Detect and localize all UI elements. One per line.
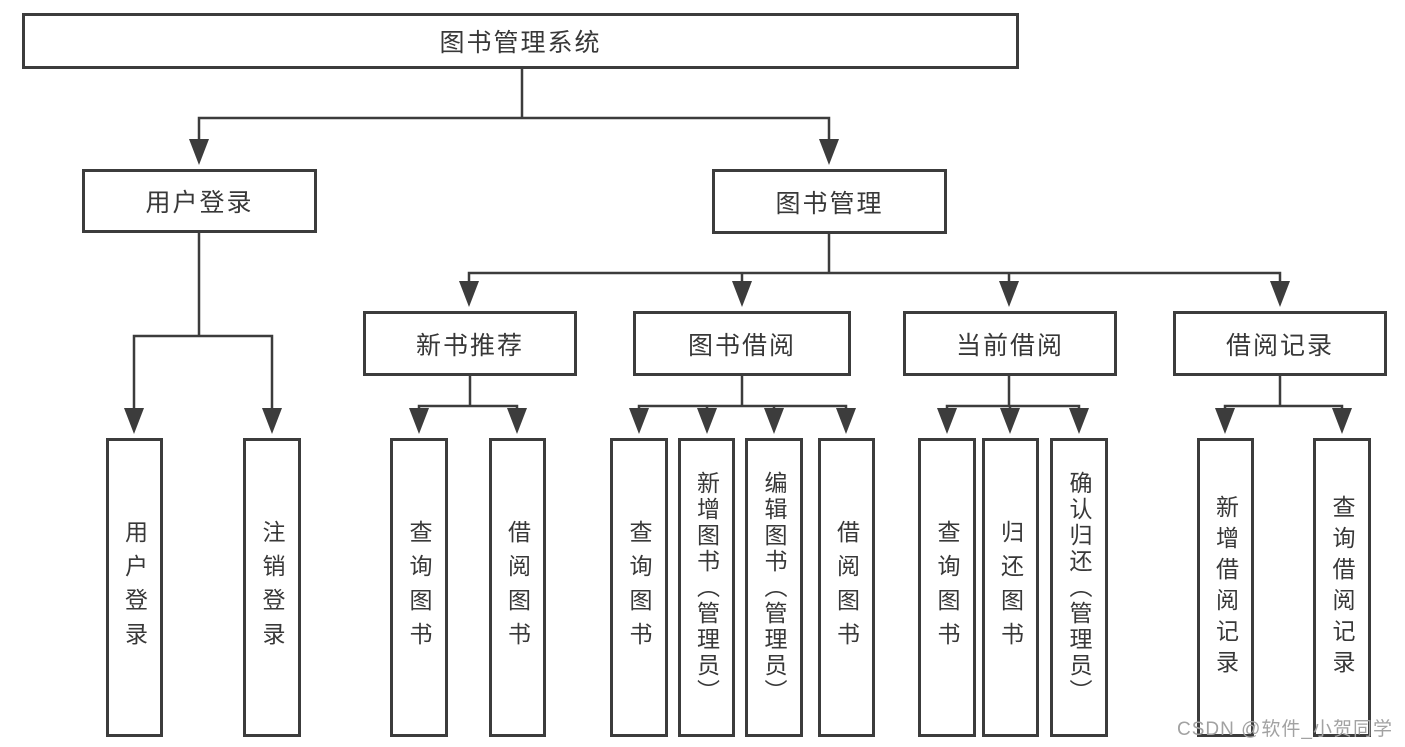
- leaf-br-query-record-label: 查询借阅记录: [1329, 494, 1355, 681]
- arrowhead: [764, 408, 784, 434]
- leaf-cb-return-books: 归还图书: [982, 438, 1039, 737]
- node-borrowing-records: 借阅记录: [1173, 311, 1387, 376]
- leaf-logout: 注销登录: [243, 438, 301, 737]
- connector-current-borrow-children: [937, 376, 1089, 434]
- leaf-cb-confirm-return-admin-label: 确认归还（管理员）: [1066, 470, 1092, 705]
- leaf-cb-query-books: 查询图书: [918, 438, 976, 737]
- arrowhead: [124, 408, 144, 434]
- node-root: 图书管理系统: [22, 13, 1019, 69]
- leaf-bb-borrow-books-label: 借阅图书: [833, 519, 860, 656]
- leaf-bb-add-books-admin-label: 新增图书（管理员）: [693, 470, 720, 705]
- arrowhead: [999, 281, 1019, 307]
- connector-root-to-level2: [189, 69, 839, 165]
- leaf-bb-add-books-admin: 新增图书（管理员）: [678, 438, 735, 737]
- connector-new-books-children: [409, 376, 527, 434]
- node-borrowing-records-label: 借阅记录: [1225, 331, 1334, 360]
- leaf-bb-edit-books-admin-label: 编辑图书（管理员）: [761, 470, 787, 705]
- leaf-br-add-record-label: 新增借阅记录: [1212, 494, 1239, 681]
- node-book-management-label: 图书管理: [775, 189, 884, 218]
- arrowhead: [1332, 408, 1352, 434]
- arrowhead: [409, 408, 429, 434]
- arrowhead: [1215, 408, 1235, 434]
- arrowhead: [732, 281, 752, 307]
- watermark: CSDN @软件_小贺同学: [1177, 719, 1393, 740]
- arrowhead: [507, 408, 527, 434]
- leaf-nb-borrow-books-label: 借阅图书: [504, 519, 531, 656]
- leaf-cb-confirm-return-admin: 确认归还（管理员）: [1050, 438, 1108, 737]
- arrowhead: [1270, 281, 1290, 307]
- leaf-nb-borrow-books: 借阅图书: [489, 438, 546, 737]
- leaf-user-login-label: 用户登录: [121, 519, 148, 656]
- node-current-borrowing: 当前借阅: [903, 311, 1117, 376]
- arrowhead: [629, 408, 649, 434]
- leaf-user-login: 用户登录: [106, 438, 163, 737]
- node-root-label: 图书管理系统: [439, 29, 602, 57]
- node-new-book-recommend: 新书推荐: [363, 311, 577, 376]
- node-new-book-recommend-label: 新书推荐: [415, 331, 524, 360]
- leaf-bb-edit-books-admin: 编辑图书（管理员）: [745, 438, 803, 737]
- leaf-bb-query-books-label: 查询图书: [626, 519, 652, 656]
- node-book-borrowing-label: 图书借阅: [687, 331, 796, 360]
- node-user-login: 用户登录: [82, 169, 317, 233]
- arrowhead: [262, 408, 282, 434]
- arrowhead: [697, 408, 717, 434]
- leaf-br-add-record: 新增借阅记录: [1197, 438, 1254, 737]
- leaf-cb-query-books-label: 查询图书: [934, 519, 960, 656]
- leaf-nb-query-books: 查询图书: [390, 438, 448, 737]
- node-book-management: 图书管理: [712, 169, 947, 234]
- leaf-logout-label: 注销登录: [259, 519, 285, 656]
- node-book-borrowing: 图书借阅: [633, 311, 851, 376]
- leaf-bb-borrow-books: 借阅图书: [818, 438, 875, 737]
- leaf-nb-query-books-label: 查询图书: [406, 519, 432, 656]
- arrowhead: [459, 281, 479, 307]
- connector-borrow-records-children: [1215, 376, 1352, 434]
- connector-book-mgmt-children: [459, 234, 1290, 307]
- arrowhead: [819, 139, 839, 165]
- arrowhead: [836, 408, 856, 434]
- arrowhead: [937, 408, 957, 434]
- connector-book-borrow-children: [629, 376, 856, 434]
- node-user-login-label: 用户登录: [145, 189, 254, 217]
- arrowhead: [1000, 408, 1020, 434]
- leaf-br-query-record: 查询借阅记录: [1313, 438, 1371, 737]
- arrowhead: [189, 139, 209, 165]
- connector-user-login-children: [124, 233, 282, 434]
- node-current-borrowing-label: 当前借阅: [955, 331, 1064, 360]
- leaf-cb-return-books-label: 归还图书: [997, 519, 1024, 656]
- leaf-bb-query-books: 查询图书: [610, 438, 668, 737]
- arrowhead: [1069, 408, 1089, 434]
